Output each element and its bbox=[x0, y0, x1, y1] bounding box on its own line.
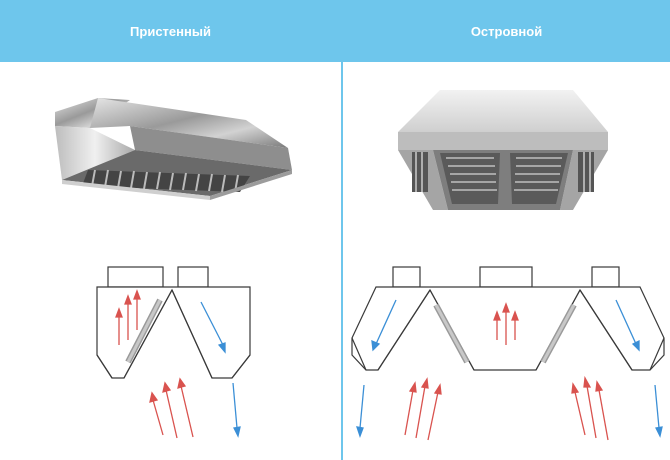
island-hood-filters bbox=[440, 153, 568, 204]
wall-hood-cool-arrows bbox=[200, 301, 241, 438]
column-title-island: Островной bbox=[470, 23, 543, 39]
island-hood-airflow-diagram bbox=[351, 266, 665, 371]
wall-hood-filters bbox=[82, 169, 250, 193]
island-hood-photo bbox=[398, 90, 608, 210]
wall-hood-airflow-diagram bbox=[96, 266, 251, 379]
island-hood-cool-arrows bbox=[356, 299, 663, 438]
wall-hood-warm-arrows bbox=[115, 289, 194, 439]
column-title-wall: Пристенный bbox=[130, 23, 211, 39]
island-hood-warm-arrows bbox=[404, 302, 609, 441]
header-bar: Пристенный Островной bbox=[0, 0, 670, 62]
column-divider bbox=[341, 0, 343, 460]
wall-hood-photo bbox=[55, 98, 292, 200]
